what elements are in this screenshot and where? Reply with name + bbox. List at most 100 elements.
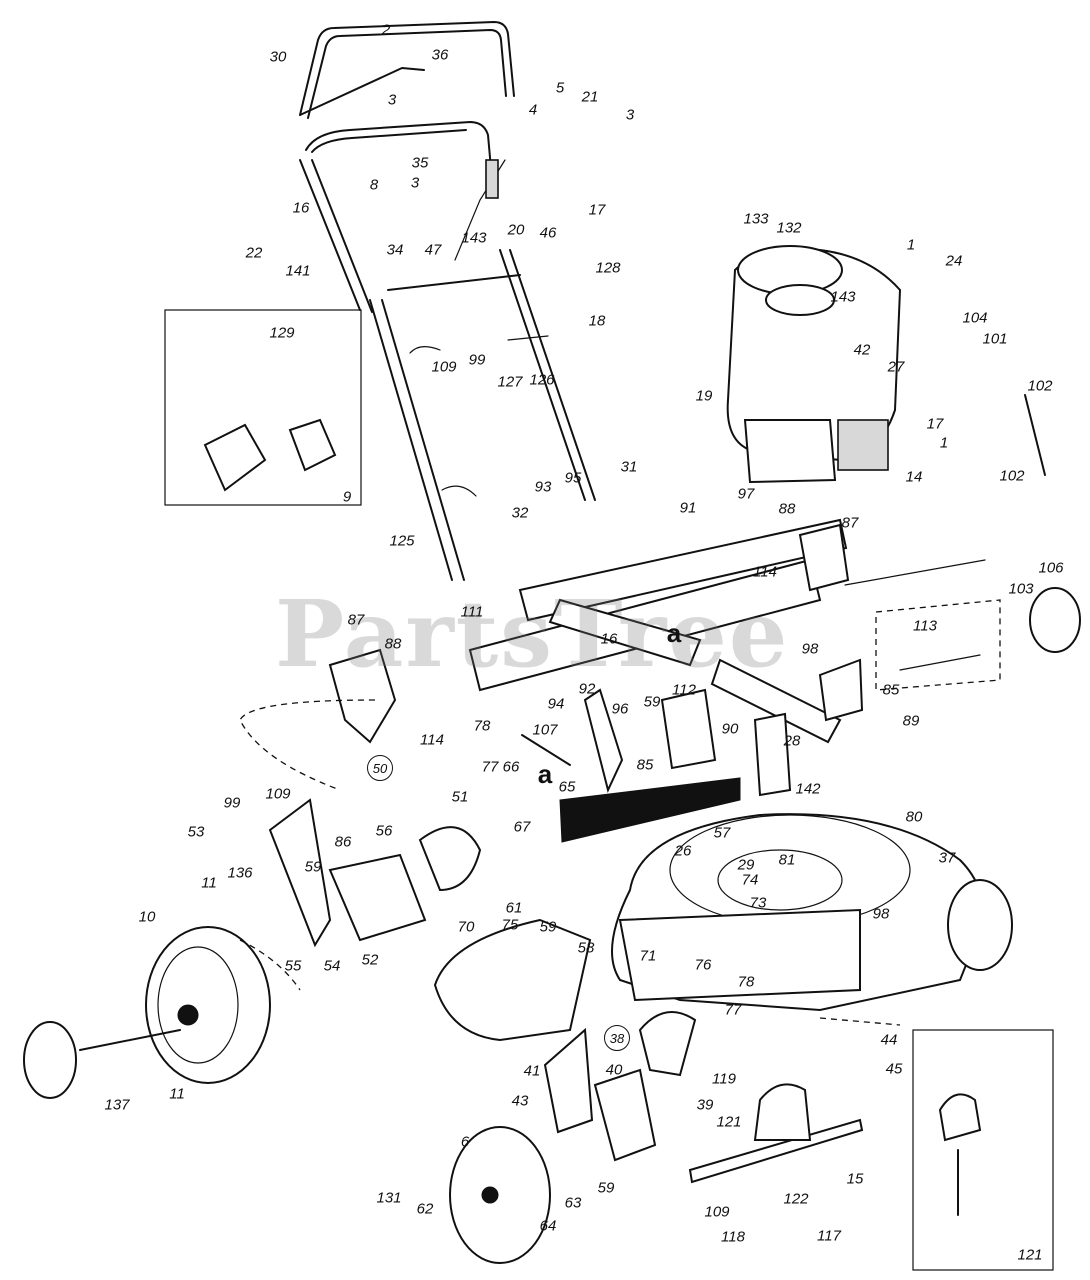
callout-85: 85 [882,681,900,699]
callout-16b: 16 [600,630,618,648]
callout-71: 71 [639,947,657,965]
callout-129: 129 [269,324,295,342]
callout-88: 88 [778,500,796,518]
callout-18: 18 [588,312,606,330]
callout-16: 16 [292,199,310,217]
callout-109c: 109 [704,1203,730,1221]
callout-59d: 59 [597,1179,615,1197]
callout-87b: 87 [347,611,365,629]
callout-102: 102 [1027,377,1053,395]
callout-64: 64 [539,1217,557,1235]
plate-51 [418,826,482,892]
callout-93: 93 [534,478,552,496]
callout-143: 143 [461,229,487,247]
callout-34: 34 [386,241,404,259]
callout-1b: 1 [939,434,949,452]
callout-58: 58 [577,939,595,957]
callout-89: 89 [902,712,920,730]
callout-29: 29 [737,856,755,874]
callout-141: 141 [285,262,311,280]
callout-46: 46 [539,224,557,242]
rear-rail-91 [518,518,848,622]
callout-31: 31 [620,458,638,476]
inset-bracket [203,423,267,492]
axle-bolt-137 [79,1029,181,1051]
inset-label-9: 9 [342,488,352,506]
callout-114b: 114 [420,731,444,749]
callout-96: 96 [611,700,629,718]
bracket-28 [753,712,792,797]
upper-handle [299,21,515,119]
callout-99: 99 [468,351,486,369]
rail-89 [710,658,842,744]
callout-70: 70 [457,918,475,936]
callout-36: 36 [431,46,449,64]
callout-35: 35 [411,154,429,172]
callout-142: 142 [795,780,821,798]
callout-63: 63 [564,1194,582,1212]
callout-122: 122 [783,1190,809,1208]
callout-67: 67 [513,818,531,836]
callout-126: 126 [529,371,555,389]
callout-24: 24 [945,252,963,270]
callout-77b: 77 [724,1001,742,1019]
height-adjuster-54 [268,798,332,948]
callout-97: 97 [737,485,755,503]
inset-box-121 [912,1029,1054,1271]
wheel-10 [145,926,271,1084]
hubcap-137 [23,1021,77,1099]
callout-30: 30 [269,48,287,66]
callout-43: 43 [511,1092,529,1110]
axle-113 [899,654,981,671]
callout-107: 107 [532,721,558,739]
callout-112: 112 [672,681,696,699]
callout-11: 11 [201,874,217,892]
callout-127: 127 [497,373,523,391]
callout-91: 91 [679,499,697,517]
callout-1: 1 [906,236,916,254]
lever-41 [543,1027,594,1134]
bracket-66 [583,688,624,793]
engine [726,245,902,484]
handle-clip-3 [507,335,549,341]
callout-41: 41 [523,1062,541,1080]
inset-box-9 [164,309,362,506]
callout-109b: 109 [265,785,291,803]
handle-rail [369,299,465,581]
handle-clip [409,346,441,354]
deck [611,813,984,1012]
callout-42: 42 [853,341,871,359]
callout-125: 125 [389,532,415,550]
callout-19: 19 [695,387,713,405]
blade-adapter-121 [753,1083,812,1141]
callout-121: 121 [716,1113,742,1131]
callout-87: 87 [841,514,859,532]
callout-32: 32 [511,504,529,522]
circled-label-50: 50 [367,755,393,781]
callout-22: 22 [245,244,263,262]
callout-61: 61 [505,899,523,917]
inset-bracket-2 [288,418,337,472]
callout-118: 118 [721,1228,745,1246]
handle-crossbar [387,274,521,291]
callout-11b: 11 [169,1085,185,1103]
bracket-87-right [798,523,850,592]
lower-handle-left [299,159,373,313]
callout-81: 81 [778,851,796,869]
callout-27: 27 [887,358,905,376]
callout-88b: 88 [384,635,402,653]
callout-131: 131 [376,1189,402,1207]
callout-101: 101 [982,330,1008,348]
callout-53: 53 [187,823,205,841]
callout-5: 5 [555,79,565,97]
callout-57: 57 [713,824,731,842]
callout-37: 37 [938,849,956,867]
callout-98: 98 [801,640,819,658]
callout-80: 80 [905,808,923,826]
reference-mark-a-upper: a [666,618,682,648]
callout-15: 15 [846,1170,864,1188]
callout-86: 86 [334,833,352,851]
callout-17b: 17 [926,415,944,433]
bracket-39 [638,1011,697,1077]
